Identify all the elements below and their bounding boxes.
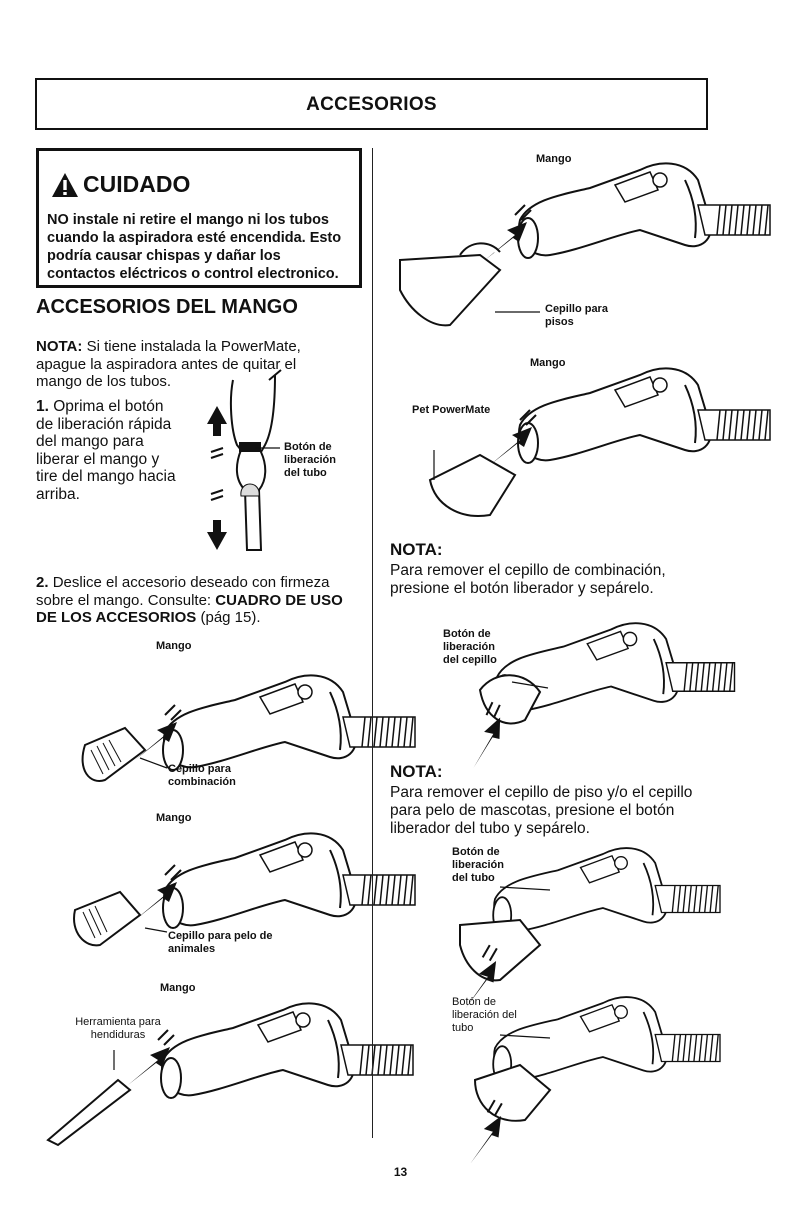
section-header: ACCESORIOS [35,78,708,130]
combo-brush-figure [81,674,416,782]
step-1-text: Oprima el botón de liberación rápida del… [36,398,176,503]
page-number: 13 [393,1165,408,1179]
down-arrow-icon [207,520,227,550]
step-2-text: Deslice el accesorio deseado con firmeza… [36,574,330,609]
step-2-ref: CUADRO DE USO DE LOS ACCESORIOS [36,591,343,627]
tube-release-figure-2 [455,996,721,1165]
floor-mango-label: Mango [536,153,572,165]
up-arrow-icon [207,406,227,436]
crevice-tool-figure [46,1002,414,1147]
nota-1-heading: NOTA: [390,540,443,559]
handle-release-figure [207,369,282,551]
powermate-tool-label: Pet PowerMate [412,404,491,416]
nota-2-text: Para remover el cepillo de piso y/o el c… [390,784,693,837]
floor-tool-label: Cepillo para pisos [545,303,608,328]
step-2-number: 2. [36,574,49,591]
tube-release-1-label: Botón de liberación del tubo [452,846,504,884]
note-text: Si tiene instalada la PowerMate, apague … [36,338,301,390]
column-divider [372,148,373,1138]
note-label: NOTA: [36,338,83,355]
tube-release-label: Botón de liberación del tubo [284,441,336,479]
powermate-mango-label: Mango [530,357,566,369]
caution-text: NO instale ni retire el mango ni los tub… [47,212,342,282]
pet-powermate-figure [428,367,771,517]
pet-tool-label: Cepillo para pelo de animales [168,930,273,955]
step-1: 1. Oprima el botón de liberación rápida … [36,398,176,503]
combo-tool-label: Cepillo para combinación [168,763,236,788]
floor-brush-figure [399,162,771,327]
brush-release-label: Botón de liberación del cepillo [443,628,497,666]
caution-box: CUIDADO NO instale ni retire el mango ni… [36,148,362,288]
tube-release-figure-1 [450,847,721,1010]
step-2-page: (pág 15). [200,609,261,626]
tube-release-2-label: Botón de liberación del tubo [452,996,517,1034]
pet-brush-figure [73,832,416,947]
crevice-tool-label: Herramienta para hendiduras [75,1016,161,1041]
handle-note: NOTA: Si tiene instalada la PowerMate, a… [36,338,336,391]
brush-release-figure [453,622,736,769]
caution-title: CUIDADO [83,171,191,197]
crevice-mango-label: Mango [160,982,196,994]
caution-heading: CUIDADO [51,171,190,198]
handle-accessories-heading: ACCESORIOS DEL MANGO [36,296,298,318]
nota-2-heading: NOTA: [390,762,443,781]
nota-1-text: Para remover el cepillo de combinación, … [390,562,666,597]
step-1-number: 1. [36,398,49,415]
step-2: 2. Deslice el accesorio deseado con firm… [36,574,346,627]
pet-mango-label: Mango [156,812,192,824]
section-title: ACCESORIOS [306,94,437,115]
warning-icon [52,172,78,197]
combo-mango-label: Mango [156,640,192,652]
